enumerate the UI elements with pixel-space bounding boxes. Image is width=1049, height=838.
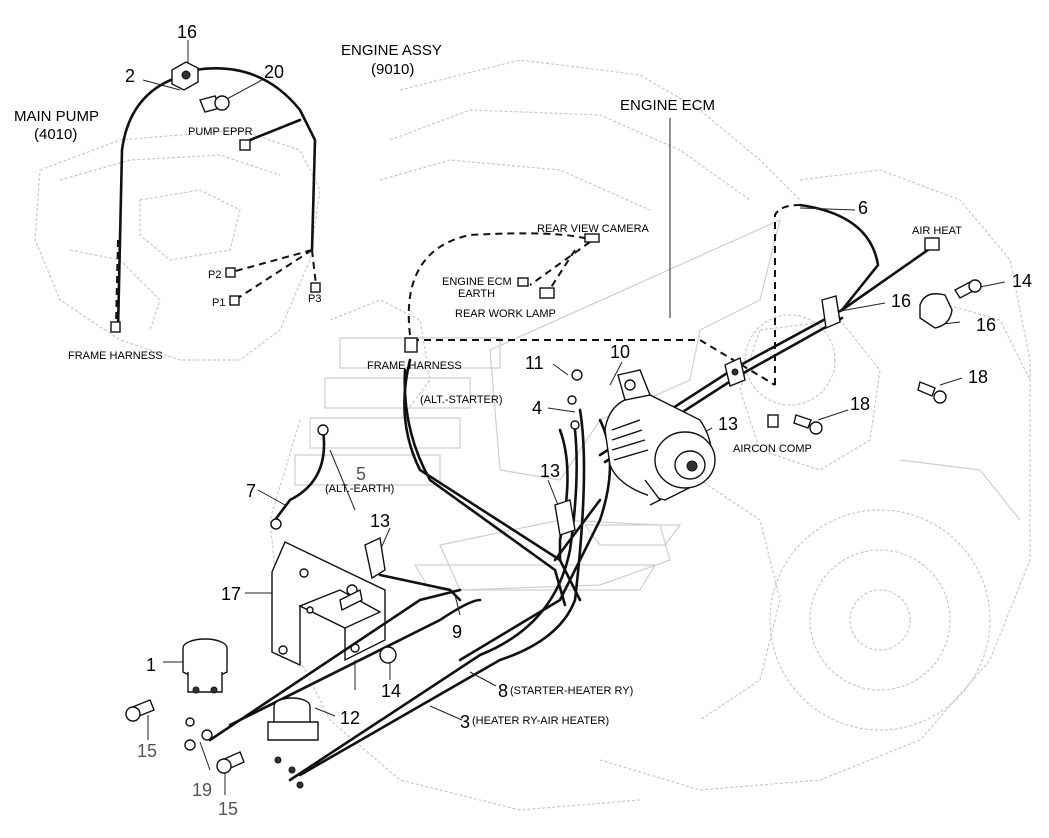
rear-work-lamp-connector [539, 287, 555, 299]
air-heat-connector [924, 237, 940, 251]
callout-13-mid: 13 [540, 461, 560, 481]
engine-ghost-outline [34, 59, 1031, 811]
p2-label: P2 [208, 269, 221, 281]
bolt-18-top [917, 381, 936, 397]
p2-connector [225, 267, 236, 278]
alt-earth-label: (ALT.-EARTH) [325, 483, 394, 495]
pump-eppr-label: PUMP EPPR [188, 126, 253, 138]
callout-7: 7 [246, 481, 256, 501]
callout-2: 2 [125, 66, 135, 86]
callout-10: 10 [610, 342, 630, 362]
callout-13-left: 13 [370, 511, 390, 531]
p3-label: P3 [308, 293, 321, 305]
callout-11: 11 [525, 353, 544, 373]
clamps-and-bolts [125, 61, 982, 774]
callout-19: 19 [192, 780, 212, 800]
pump-eppr-connector [239, 139, 251, 151]
frame-harness-left-connector [110, 321, 121, 333]
callout-15-right: 15 [218, 799, 238, 819]
engine-assy-code: (9010) [371, 61, 414, 78]
alt-starter-label: (ALT.-STARTER) [420, 394, 503, 406]
clip-13-bracket [364, 536, 386, 580]
callout-1: 1 [146, 655, 156, 675]
engine-assy-title: ENGINE ASSY [341, 42, 442, 59]
alternator-10 [604, 369, 716, 506]
callout-16-top: 16 [177, 22, 197, 42]
callout-3: 3 [460, 712, 470, 732]
callout-5: 5 [356, 464, 366, 484]
callout-8: 8 [498, 681, 508, 701]
rear-view-camera-connector [584, 233, 600, 243]
bolt-18-mid [793, 414, 812, 429]
p3-connector [310, 282, 321, 293]
heater-ry-air-heater-label: (HEATER RY-AIR HEATER) [472, 715, 609, 727]
engine-ecm-title: ENGINE ECM [620, 97, 715, 114]
heater-relay-12 [267, 697, 319, 789]
callout-6: 6 [858, 198, 868, 218]
rear-view-camera-label: REAR VIEW CAMERA [537, 223, 650, 235]
air-heat-label: AIR HEAT [912, 225, 962, 237]
callout-13-right: 13 [718, 414, 738, 434]
clamp-16-harness [821, 295, 841, 330]
engine-ecm-earth-label-1: ENGINE ECM [442, 276, 512, 288]
clip-13-mid [554, 499, 576, 536]
callout-4: 4 [532, 398, 542, 418]
rear-work-lamp-label: REAR WORK LAMP [455, 308, 556, 320]
callout-20: 20 [264, 62, 284, 82]
engine-ecm-earth-connector [517, 277, 529, 287]
connectors [110, 139, 940, 428]
battery-relay-1 [182, 638, 228, 694]
callout-17: 17 [221, 584, 241, 604]
p1-connector [229, 295, 240, 306]
p1-label: P1 [212, 297, 225, 309]
callout-16-right: 16 [976, 315, 996, 335]
callout-18-right: 18 [968, 367, 988, 387]
starter-heater-ry-label: (STARTER-HEATER RY) [510, 685, 633, 697]
frame-harness-left-label: FRAME HARNESS [68, 350, 163, 362]
main-pump-title: MAIN PUMP [14, 108, 99, 125]
nut-14 [379, 646, 397, 664]
callout-15-left: 15 [137, 741, 157, 761]
frame-harness-mid-connector [404, 337, 418, 353]
engine-ecm-earth-label-2: EARTH [458, 288, 495, 300]
clamp-16-loose [919, 293, 953, 329]
aircon-comp-connector [767, 414, 779, 428]
callout-14-bottom: 14 [381, 681, 401, 701]
callout-16-mid: 16 [891, 291, 911, 311]
main-pump-code: (4010) [34, 126, 77, 143]
callout-14-right: 14 [1012, 271, 1032, 291]
leader-lines [142, 40, 1006, 795]
aircon-comp-label: AIRCON COMP [733, 443, 812, 455]
callout-18-mid: 18 [850, 394, 870, 414]
callout-12: 12 [340, 708, 360, 728]
callout-9: 9 [452, 622, 462, 642]
frame-harness-mid-label: FRAME HARNESS [367, 360, 462, 372]
